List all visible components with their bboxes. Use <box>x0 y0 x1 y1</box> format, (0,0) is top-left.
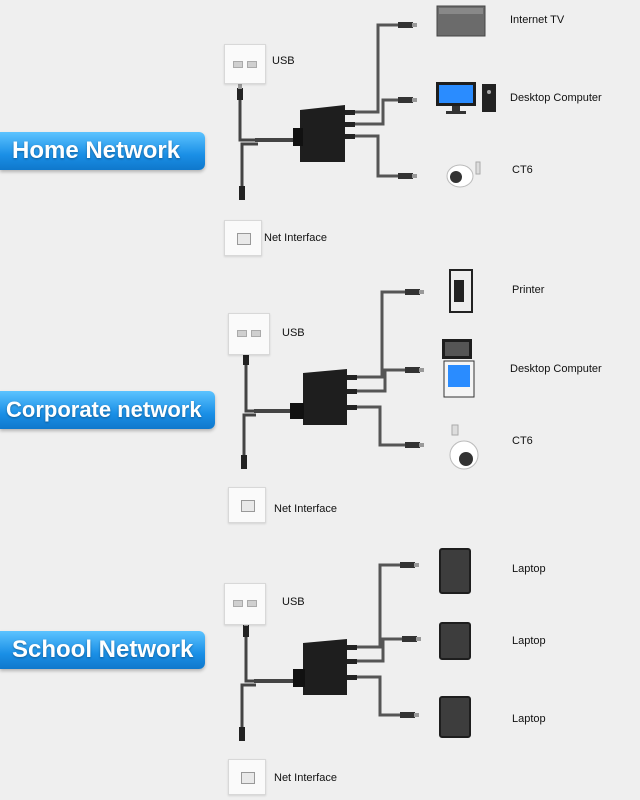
usb-label: USB <box>282 596 305 608</box>
device-label: Laptop <box>512 635 546 647</box>
laptop-icon <box>439 622 471 660</box>
usb-wall-plate <box>224 583 266 625</box>
device-label: Desktop Computer <box>510 363 602 375</box>
tv-box-icon <box>436 5 486 37</box>
laptop-icon <box>439 548 471 594</box>
device-label: Laptop <box>512 563 546 575</box>
net-interface-wall-plate <box>228 487 266 523</box>
net-interface-label: Net Interface <box>264 232 327 244</box>
desktop-computer-icon <box>442 339 475 398</box>
cable-diagram <box>237 22 417 200</box>
cable-diagram <box>241 289 424 469</box>
net-interface-wall-plate <box>228 759 266 795</box>
security-camera-icon <box>449 424 479 470</box>
usb-wall-plate <box>224 44 266 84</box>
device-label: CT6 <box>512 164 533 176</box>
device-label: Desktop Computer <box>510 92 602 104</box>
usb-wall-plate <box>228 313 270 355</box>
device-label: Internet TV <box>510 14 565 26</box>
printer-icon <box>449 269 473 313</box>
section-title-banner: Home Network <box>0 132 205 170</box>
device-label: Laptop <box>512 713 546 725</box>
net-interface-label: Net Interface <box>274 772 337 784</box>
usb-label: USB <box>272 55 295 67</box>
section-title-banner: Corporate network <box>0 391 215 429</box>
school-network-section: School Network USB Net Interface Laptop … <box>0 535 640 800</box>
desktop-computer-icon <box>436 82 496 114</box>
home-network-section: Home Network USB Net Interface Internet … <box>0 0 640 265</box>
cable-diagram <box>239 562 421 741</box>
net-interface-label: Net Interface <box>274 503 337 515</box>
laptop-icon <box>439 696 471 738</box>
net-interface-wall-plate <box>224 220 262 256</box>
device-label: CT6 <box>512 435 533 447</box>
device-label: Printer <box>512 284 545 296</box>
corporate-network-section: Corporate network USB Net Interface Prin… <box>0 265 640 535</box>
security-camera-icon <box>446 161 481 188</box>
usb-label: USB <box>282 327 305 339</box>
section-title-banner: School Network <box>0 631 205 669</box>
